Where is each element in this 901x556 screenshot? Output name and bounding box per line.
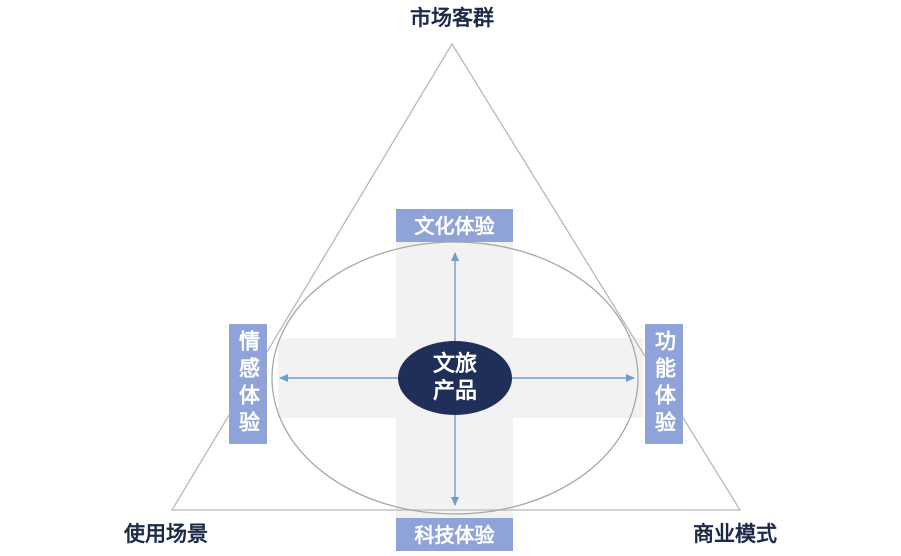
box-functional-experience: 功能体验 [645, 324, 683, 444]
center-node-shape [398, 341, 512, 415]
box-tech-experience: 科技体验 [396, 518, 513, 551]
inner-ellipse [271, 241, 639, 515]
box-emotional-experience: 情感体验 [229, 324, 267, 444]
vertex-label-business-model: 商业模式 [693, 522, 777, 546]
triangle-outline [170, 42, 742, 511]
box-cultural-experience: 文化体验 [396, 209, 513, 242]
vertex-label-scenario: 使用场景 [124, 522, 208, 546]
vertex-label-market: 市场客群 [410, 6, 494, 30]
